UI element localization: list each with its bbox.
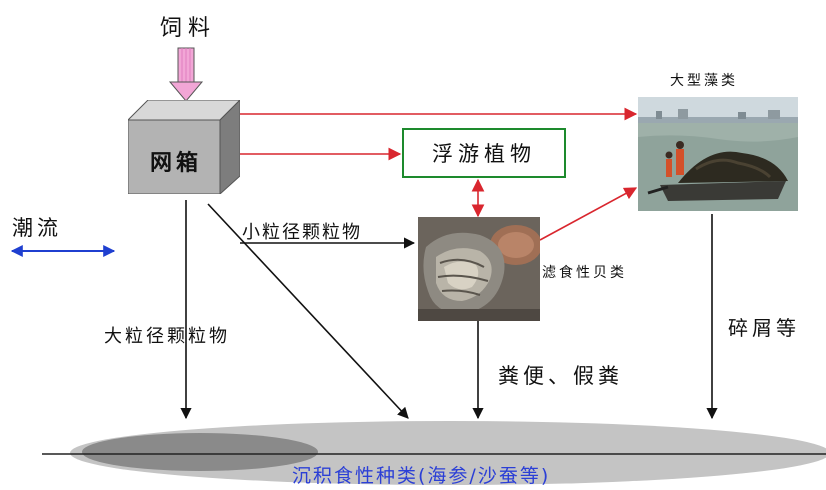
phytoplankton-label: 浮游植物 [432,142,536,166]
arrow-diagonal-to-seabed [207,203,409,419]
filter-feeders-label: 滤食性贝类 [542,265,627,281]
detritus-label: 碎屑等 [728,316,800,340]
phytoplankton-box: 浮游植物 [402,128,566,178]
arrow-oyster-to-macroalgae [539,187,638,241]
small-particles-label: 小粒径颗粒物 [242,222,362,243]
feces-label: 粪便、假粪 [498,364,623,388]
seaweed-boat-photo [638,97,798,211]
oyster-icon [418,217,540,321]
seaweed-boat-icon [638,97,798,211]
large-particles-label: 大粒径颗粒物 [104,326,230,347]
cage-label: 网箱 [149,151,202,176]
cage-box: 网箱 [128,100,240,194]
cage-cube-icon [128,100,240,194]
macroalgae-label: 大型藻类 [670,73,738,89]
current-label: 潮流 [12,216,62,240]
feed-label: 饲料 [160,16,217,41]
oyster-photo [418,217,540,321]
sediment-patch [82,433,318,471]
feed-arrow [168,47,204,102]
deposit-feeders-label: 沉积食性种类(海参/沙蚕等) [292,465,551,487]
